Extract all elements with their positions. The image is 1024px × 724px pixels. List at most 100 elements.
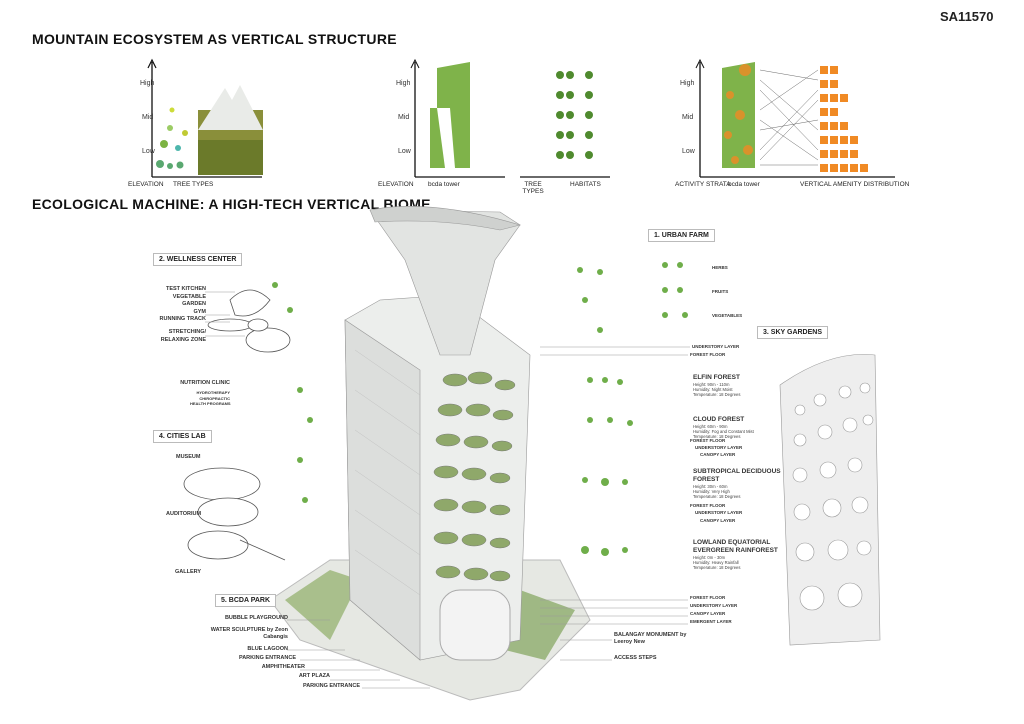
habitat-circles <box>556 71 593 159</box>
forest-height: Height: 0m - 30m <box>693 555 726 560</box>
label-stretching: STRETCHING/ <box>168 328 206 335</box>
section-title-biome: ECOLOGICAL MACHINE: A HIGH-TECH VERTICAL… <box>32 196 431 212</box>
forest-name: SUBTROPICAL DECIDUOUS <box>693 468 781 475</box>
tower-upper <box>369 206 522 356</box>
layer-understory-top: UNDERSTORY LAYER <box>692 344 740 349</box>
forest-name-2: FOREST <box>693 476 720 483</box>
layer-forest-floor: FOREST FLOOR <box>690 503 726 508</box>
panel2-tower-shape <box>430 62 470 168</box>
label-garden: GARDEN <box>182 301 206 308</box>
label-relaxing-zone: RELAXING ZONE <box>160 336 206 343</box>
forest-lowland: LOWLAND EQUATORIAL EVERGREEN RAINFOREST … <box>693 539 778 570</box>
plant-icons <box>272 262 688 556</box>
project-code: SA11570 <box>940 9 994 24</box>
forest-height: Height: 60m - 90m <box>693 424 728 429</box>
panel1-axes <box>147 58 262 178</box>
bcda-park-title: 5. BCDA PARK <box>215 594 277 607</box>
wellness-labels: TEST KITCHEN VEGETABLE GARDEN GYM RUNNIN… <box>140 286 206 344</box>
p1-low: Low <box>142 148 155 155</box>
layer-forest-floor: FOREST FLOOR <box>690 438 726 443</box>
layer-understory: UNDERSTORY LAYER <box>695 445 743 450</box>
forest-name: CLOUD FOREST <box>693 416 745 423</box>
label-amphitheater: AMPHITHEATER <box>261 664 305 670</box>
forest-humidity: Humidity: Night Moist <box>693 387 733 392</box>
sky-gardens-title: 3. SKY GARDENS <box>757 326 828 339</box>
forest-elfin: ELFIN FOREST Height: 90m - 110m Humidity… <box>693 374 740 397</box>
tree-types-icons <box>156 107 188 169</box>
sky-pods <box>433 371 516 582</box>
label-test-kitchen: TEST KITCHEN <box>165 286 206 292</box>
p2-caption-elevation: ELEVATION <box>378 181 414 188</box>
label-art-plaza: ART PLAZA <box>298 673 330 679</box>
forest-temperature: Temperature: 18 Degrees <box>693 392 741 397</box>
activity-circles <box>724 64 753 164</box>
label-auditorium: AUDITORIUM <box>166 511 202 517</box>
p3-mid: Mid <box>682 114 694 121</box>
label-blue-lagoon: BLUE LAGOON <box>247 646 288 652</box>
label-chiropractic: CHIROPRACTIC <box>199 395 230 401</box>
forest-name-2: EVERGREEN RAINFOREST <box>693 547 778 554</box>
label-parking-entrance-2: PARKING ENTRANCE <box>302 683 360 689</box>
urban-farm-title: 1. URBAN FARM <box>648 229 715 242</box>
layer-emergent: EMERGENT LAYER <box>690 619 732 624</box>
amenity-links <box>759 69 819 166</box>
layer-canopy: CANOPY LAYER <box>700 518 736 523</box>
section-title-mountain: MOUNTAIN ECOSYSTEM AS VERTICAL STRUCTURE <box>32 31 397 47</box>
p1-mid: Mid <box>142 114 154 121</box>
tower-podium <box>439 589 511 661</box>
forest-cloud: CLOUD FOREST Height: 60m - 90m Humidity:… <box>693 416 754 439</box>
tower-lower <box>344 294 531 661</box>
amenity-icons <box>820 66 868 172</box>
clinic-sub-labels: HYDROTHERAPY CHIROPRACTIC HEALTH PROGRAM… <box>190 390 231 407</box>
p3-caption-amenity: VERTICAL AMENITY DISTRIBUTION <box>800 181 910 188</box>
label-parking-entrance-1: PARKING ENTRANCE <box>238 655 296 661</box>
label-vegetables: VEGETABLES <box>712 313 743 318</box>
p1-caption-elevation: ELEVATION <box>128 181 164 188</box>
layer-canopy: CANOPY LAYER <box>700 452 736 457</box>
p1-high: High <box>140 80 155 87</box>
forest-humidity: Humidity: Fog and Constant Mist <box>693 429 754 434</box>
label-bubble-playground: BUBBLE PLAYGROUND <box>224 615 288 621</box>
label-water-sculpture: WATER SCULPTURE by Zeon <box>210 627 288 633</box>
p2-caption-tower: bcda tower <box>428 181 460 188</box>
forest-subtropical: SUBTROPICAL DECIDUOUS FOREST Height: 30m… <box>693 468 781 499</box>
wellness-center-title: 2. WELLNESS CENTER <box>153 253 243 266</box>
label-vegetable: VEGETABLE <box>172 293 206 300</box>
sky-gardens-drawing <box>779 354 881 646</box>
cities-lab-title: 4. CITIES LAB <box>153 430 212 443</box>
forest-height: Height: 30m - 60m <box>693 484 728 489</box>
label-leeroy-new: Leeroy New <box>614 639 645 645</box>
forest-temperature: Temperature: 18 Degrees <box>693 494 741 499</box>
p3-caption-activity: ACTIVITY STRATA <box>675 181 731 188</box>
label-hydrotherapy: HYDROTHERAPY <box>196 390 230 395</box>
p2-caption-tree-types: TREE TYPES <box>522 181 544 195</box>
label-access-steps: ACCESS STEPS <box>614 655 657 661</box>
label-herbs: HERBS <box>712 265 728 270</box>
forest-temperature: Temperature: 18 Degrees <box>693 434 741 439</box>
panel2-axes <box>410 58 610 178</box>
p2-mid: Mid <box>398 114 410 121</box>
panel3-axes <box>695 58 895 178</box>
label-fruits: FRUITS <box>712 289 729 294</box>
label-cabangis: Cabangis <box>263 634 288 640</box>
layer-understory: UNDERSTORY LAYER <box>695 510 743 515</box>
p3-low: Low <box>682 148 695 155</box>
tower-grid <box>354 349 421 596</box>
layer-forest-floor: FOREST FLOOR <box>690 595 726 600</box>
label-health-programs: HEALTH PROGRAMS <box>190 401 231 406</box>
forest-name: ELFIN FOREST <box>693 374 740 381</box>
label-museum: MUSEUM <box>176 454 201 460</box>
forest-temperature: Temperature: 18 Degrees <box>693 565 741 570</box>
forest-humidity: Humidity: Very High <box>693 489 730 494</box>
label-nutrition-clinic: NUTRITION CLINIC <box>180 380 230 386</box>
mountain-illustration <box>198 85 263 175</box>
p2-low: Low <box>398 148 411 155</box>
forest-name: LOWLAND EQUATORIAL <box>693 539 771 546</box>
layer-canopy: CANOPY LAYER <box>690 611 726 616</box>
forest-height: Height: 90m - 110m <box>693 382 730 387</box>
p2-high: High <box>396 80 411 87</box>
label-balangay: BALANGAY MONUMENT by <box>614 632 687 638</box>
forest-humidity: Humidity: Heavy Rainfall <box>693 560 739 565</box>
p1-caption-tree-types: TREE TYPES <box>173 181 214 188</box>
